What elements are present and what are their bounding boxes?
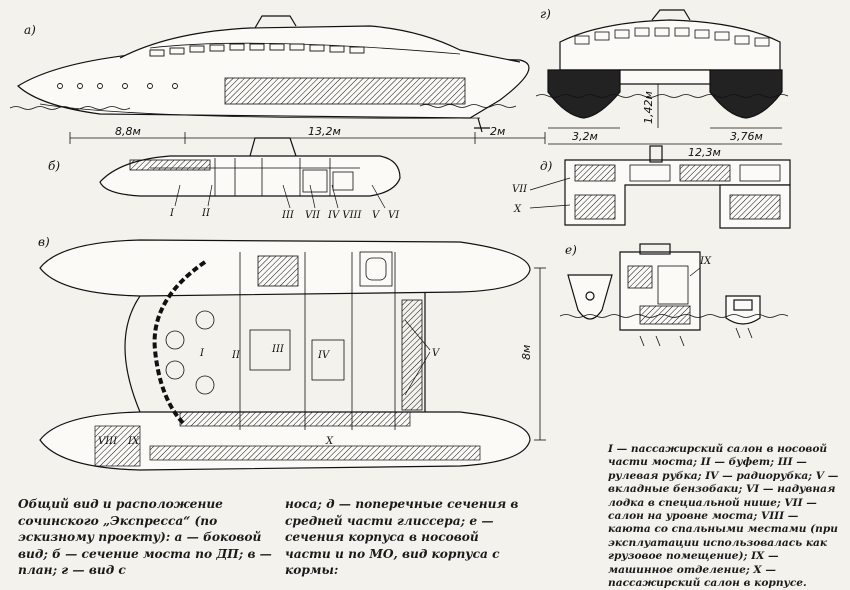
e-label-ix: IX <box>699 256 712 267</box>
view-label-b: б) <box>48 159 60 173</box>
cross-section-d <box>529 145 791 229</box>
v-label-x: X <box>325 436 334 447</box>
b-label-iv-viii: IV VIII <box>327 210 362 221</box>
view-label-v: в) <box>38 235 50 249</box>
dim-side-rear: 2м <box>490 125 505 138</box>
d-label-vii: VII <box>512 184 528 195</box>
dim-bow-span: 12,3м <box>688 146 721 159</box>
b-label-vi: VI <box>388 210 400 221</box>
view-label-d: д) <box>540 159 553 173</box>
figure-legend: I — пассажирский салон в носовой части м… <box>608 443 839 590</box>
figure-caption-left: Общий вид и расположение сочинского „Экс… <box>18 497 272 577</box>
dim-bow-left: 3,2м <box>572 130 598 143</box>
dim-bow-height: 1,42м <box>642 91 655 124</box>
section-view-b <box>99 137 401 209</box>
v-label-v: V <box>432 348 441 359</box>
b-label-i: I <box>169 208 175 219</box>
b-label-iii: III <box>281 210 295 221</box>
side-view-a <box>9 15 546 144</box>
dim-plan-width: 8м <box>520 345 533 360</box>
v-label-iv: IV <box>317 350 331 361</box>
v-label-ii: II <box>231 350 241 361</box>
v-label-iii: III <box>271 344 285 355</box>
dim-side-front: 8,8м <box>115 125 141 138</box>
d-label-x: X <box>513 204 522 215</box>
v-label-viii: VIII <box>98 436 118 447</box>
b-label-ii: II <box>201 208 211 219</box>
dim-side-mid: 13,2м <box>308 125 341 138</box>
b-label-vii: VII <box>305 210 321 221</box>
v-label-i: I <box>199 348 205 359</box>
figure-caption-middle: носа; д — поперечные сечения в средней ч… <box>285 497 519 577</box>
hull-section-e <box>559 243 789 347</box>
bow-view-g <box>535 9 789 145</box>
view-label-e: е) <box>565 243 577 257</box>
plan-view-v <box>39 239 546 471</box>
view-label-a: а) <box>24 23 36 37</box>
view-label-g: г) <box>540 7 551 21</box>
dim-bow-right: 3,76м <box>730 130 763 143</box>
b-label-v: V <box>372 210 381 221</box>
v-label-ix: IX <box>127 436 140 447</box>
